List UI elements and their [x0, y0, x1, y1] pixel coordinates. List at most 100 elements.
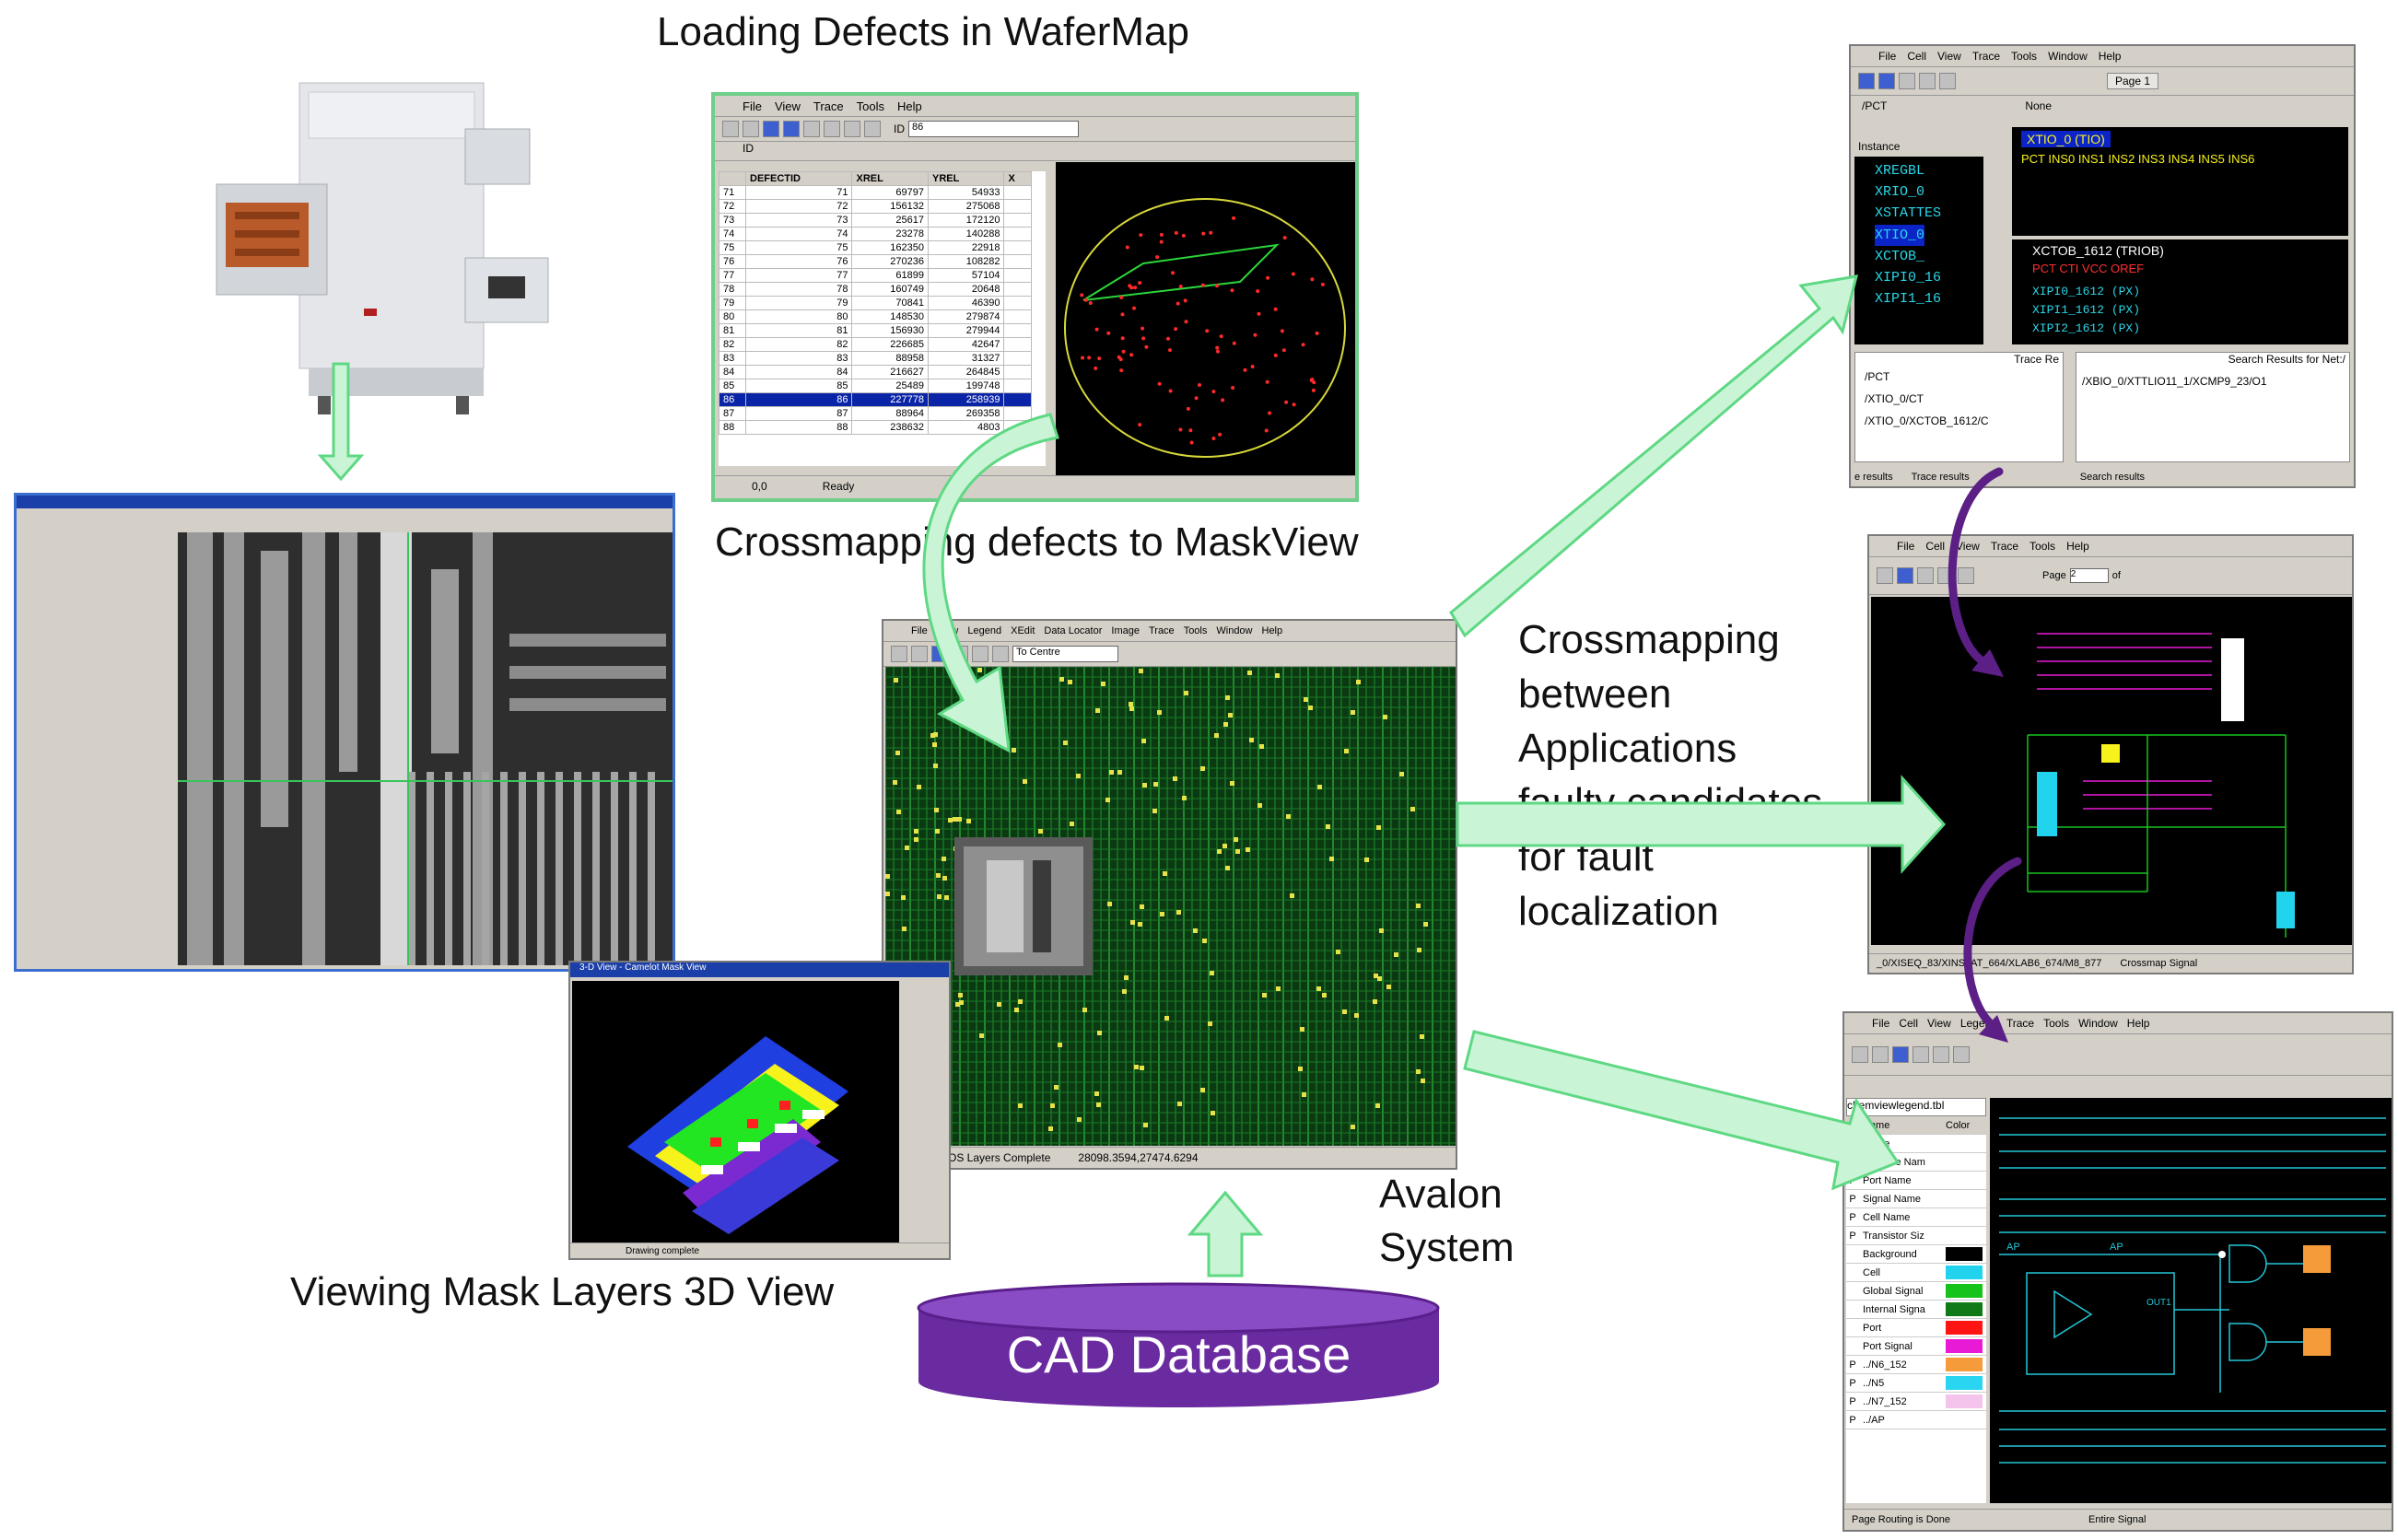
- tree-item[interactable]: XRIO_0: [1875, 184, 1925, 200]
- instance-item[interactable]: XIPI2_1612 (PX): [2032, 321, 2141, 335]
- tab-trace-results[interactable]: Trace results: [1911, 472, 1970, 483]
- table-icon[interactable]: [824, 121, 840, 137]
- menu-tools[interactable]: Tools: [2011, 50, 2038, 63]
- menu-trace[interactable]: Trace: [1990, 540, 2019, 553]
- legend-row[interactable]: Port: [1846, 1319, 1986, 1337]
- hand-icon[interactable]: [864, 121, 881, 137]
- menu-data-locator[interactable]: Data Locator: [1044, 625, 1103, 636]
- col-header[interactable]: XREL: [851, 171, 929, 186]
- legend-panel[interactable]: chemviewlegend.tbl Name Color NamePInsta…: [1846, 1098, 1986, 1503]
- legend-color-swatch[interactable]: [1946, 1284, 1983, 1298]
- menu-tools[interactable]: Tools: [2030, 540, 2056, 553]
- menu-cell[interactable]: Cell: [1907, 50, 1927, 63]
- filter-icon[interactable]: [803, 121, 820, 137]
- layer-icon[interactable]: [783, 121, 800, 137]
- grid-icon[interactable]: [1892, 1046, 1909, 1063]
- undo-icon[interactable]: [911, 646, 928, 662]
- col-header[interactable]: YREL: [927, 171, 1005, 186]
- tree-item[interactable]: XSTATTES: [1875, 205, 1942, 221]
- tree-item[interactable]: XIPI1_16: [1875, 291, 1942, 307]
- open-icon[interactable]: [722, 121, 739, 137]
- legend-row[interactable]: Port Signal: [1846, 1337, 1986, 1356]
- col-color-header[interactable]: Color: [1946, 1119, 1971, 1131]
- print-icon[interactable]: [1877, 567, 1893, 584]
- legend-row[interactable]: Background: [1846, 1245, 1986, 1264]
- mask-layout-view[interactable]: [885, 667, 1456, 1146]
- search-icon[interactable]: [844, 121, 860, 137]
- menu-help[interactable]: Help: [1261, 625, 1283, 636]
- tree-item[interactable]: XCTOB_: [1875, 249, 1925, 264]
- id-input[interactable]: 86: [908, 121, 1079, 137]
- view3d-toolpanel[interactable]: [901, 981, 949, 1243]
- grid-icon[interactable]: [1899, 73, 1915, 89]
- tab-search-results[interactable]: Search results: [2079, 472, 2146, 483]
- legend-row[interactable]: Global Signal: [1846, 1282, 1986, 1301]
- menu-trace[interactable]: Trace: [1148, 625, 1175, 636]
- instance-item[interactable]: XIPI1_1612 (PX): [2032, 303, 2141, 317]
- save-icon[interactable]: [743, 121, 759, 137]
- col-header[interactable]: [719, 171, 746, 186]
- menu-view[interactable]: View: [774, 99, 801, 113]
- trace-results-panel[interactable]: Trace Re /PCT/XTIO_0/CT/XTIO_0/XCTOB_161…: [1854, 352, 2064, 462]
- hierarchy-icon[interactable]: [1878, 73, 1895, 89]
- menu-trace[interactable]: Trace: [813, 99, 844, 113]
- zoom-in-icon[interactable]: [1917, 567, 1934, 584]
- view3d-render[interactable]: [572, 981, 899, 1243]
- search-results-panel[interactable]: Search Results for Net:/ /XBIO_0/XTTLIO1…: [2076, 352, 2350, 462]
- new-icon[interactable]: [1852, 1046, 1868, 1063]
- legend-row[interactable]: P../AP: [1846, 1411, 1986, 1429]
- grid-icon[interactable]: [763, 121, 779, 137]
- zoom-out-icon[interactable]: [1933, 1046, 1949, 1063]
- trace-item[interactable]: /XTIO_0/CT: [1865, 392, 1924, 405]
- select-icon[interactable]: [891, 646, 907, 662]
- gate-schematic-canvas[interactable]: AP AP OUT1: [1990, 1098, 2392, 1503]
- menu-window[interactable]: Window: [1216, 625, 1253, 636]
- menu-tools[interactable]: Tools: [856, 99, 885, 113]
- menu-file[interactable]: File: [743, 99, 762, 113]
- menu-xedit[interactable]: XEdit: [1011, 625, 1035, 636]
- search-icon[interactable]: [1953, 1046, 1970, 1063]
- menu-view[interactable]: View: [1956, 540, 1980, 553]
- tab-results[interactable]: e results: [1854, 472, 1893, 483]
- legend-color-swatch[interactable]: [1946, 1339, 1983, 1353]
- menu-tools[interactable]: Tools: [2043, 1017, 2070, 1030]
- hand-icon[interactable]: [992, 646, 1009, 662]
- legend-color-swatch[interactable]: [1946, 1358, 1983, 1371]
- menu-file[interactable]: File: [1872, 1017, 1890, 1030]
- legend-row[interactable]: P../N5: [1846, 1374, 1986, 1393]
- fit-icon[interactable]: [1897, 567, 1913, 584]
- sem-control-panel[interactable]: [17, 508, 178, 969]
- open-icon[interactable]: [1872, 1046, 1889, 1063]
- page-input[interactable]: 2: [2069, 568, 2109, 583]
- menu-trace[interactable]: Trace: [1971, 50, 2001, 63]
- legend-color-swatch[interactable]: [1946, 1247, 1983, 1261]
- menu-help[interactable]: Help: [2066, 540, 2089, 553]
- schematic-canvas[interactable]: [1871, 597, 2352, 945]
- legend-row[interactable]: P../N6_152: [1846, 1356, 1986, 1374]
- tree-item[interactable]: XTIO_0: [1875, 225, 1925, 246]
- instance-item[interactable]: XIPI0_1612 (PX): [2032, 285, 2141, 298]
- legend-color-swatch[interactable]: [1946, 1321, 1983, 1335]
- legend-color-swatch[interactable]: [1946, 1394, 1983, 1408]
- menu-help[interactable]: Help: [2126, 1017, 2150, 1030]
- menu-tools[interactable]: Tools: [1183, 625, 1208, 636]
- tree-item[interactable]: XREGBL: [1875, 163, 1925, 179]
- search-icon[interactable]: [1958, 567, 1974, 584]
